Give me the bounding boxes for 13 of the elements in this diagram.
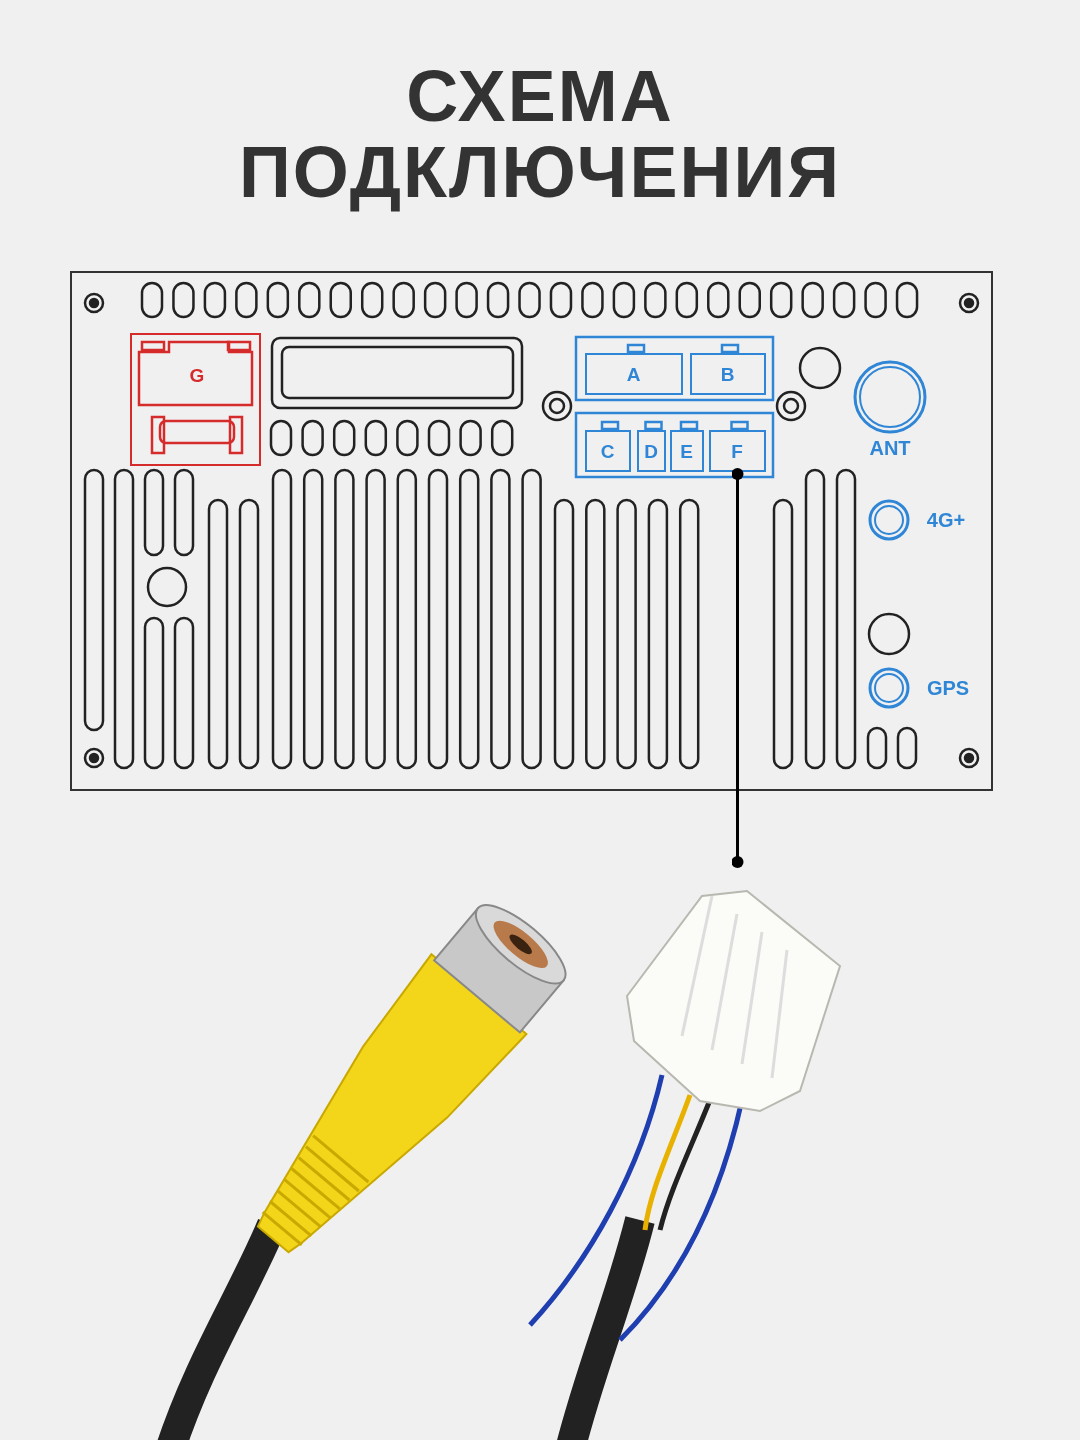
socket-letter: G [189,365,205,385]
socket-letter: B [720,364,735,383]
socket-letter: D [644,441,658,460]
jack-label: ANT [869,438,911,458]
jack-label: 4G+ [926,510,966,530]
jack-label: GPS [926,678,970,698]
socket-letter: F [731,441,743,460]
socket-letter: E [680,441,693,460]
connector-socket [130,333,261,466]
title: СХЕМА ПОДКЛЮЧЕНИЯ [238,58,842,210]
socket-letter: C [600,441,615,460]
leader-line [731,468,744,868]
socket-letter: A [626,364,641,383]
